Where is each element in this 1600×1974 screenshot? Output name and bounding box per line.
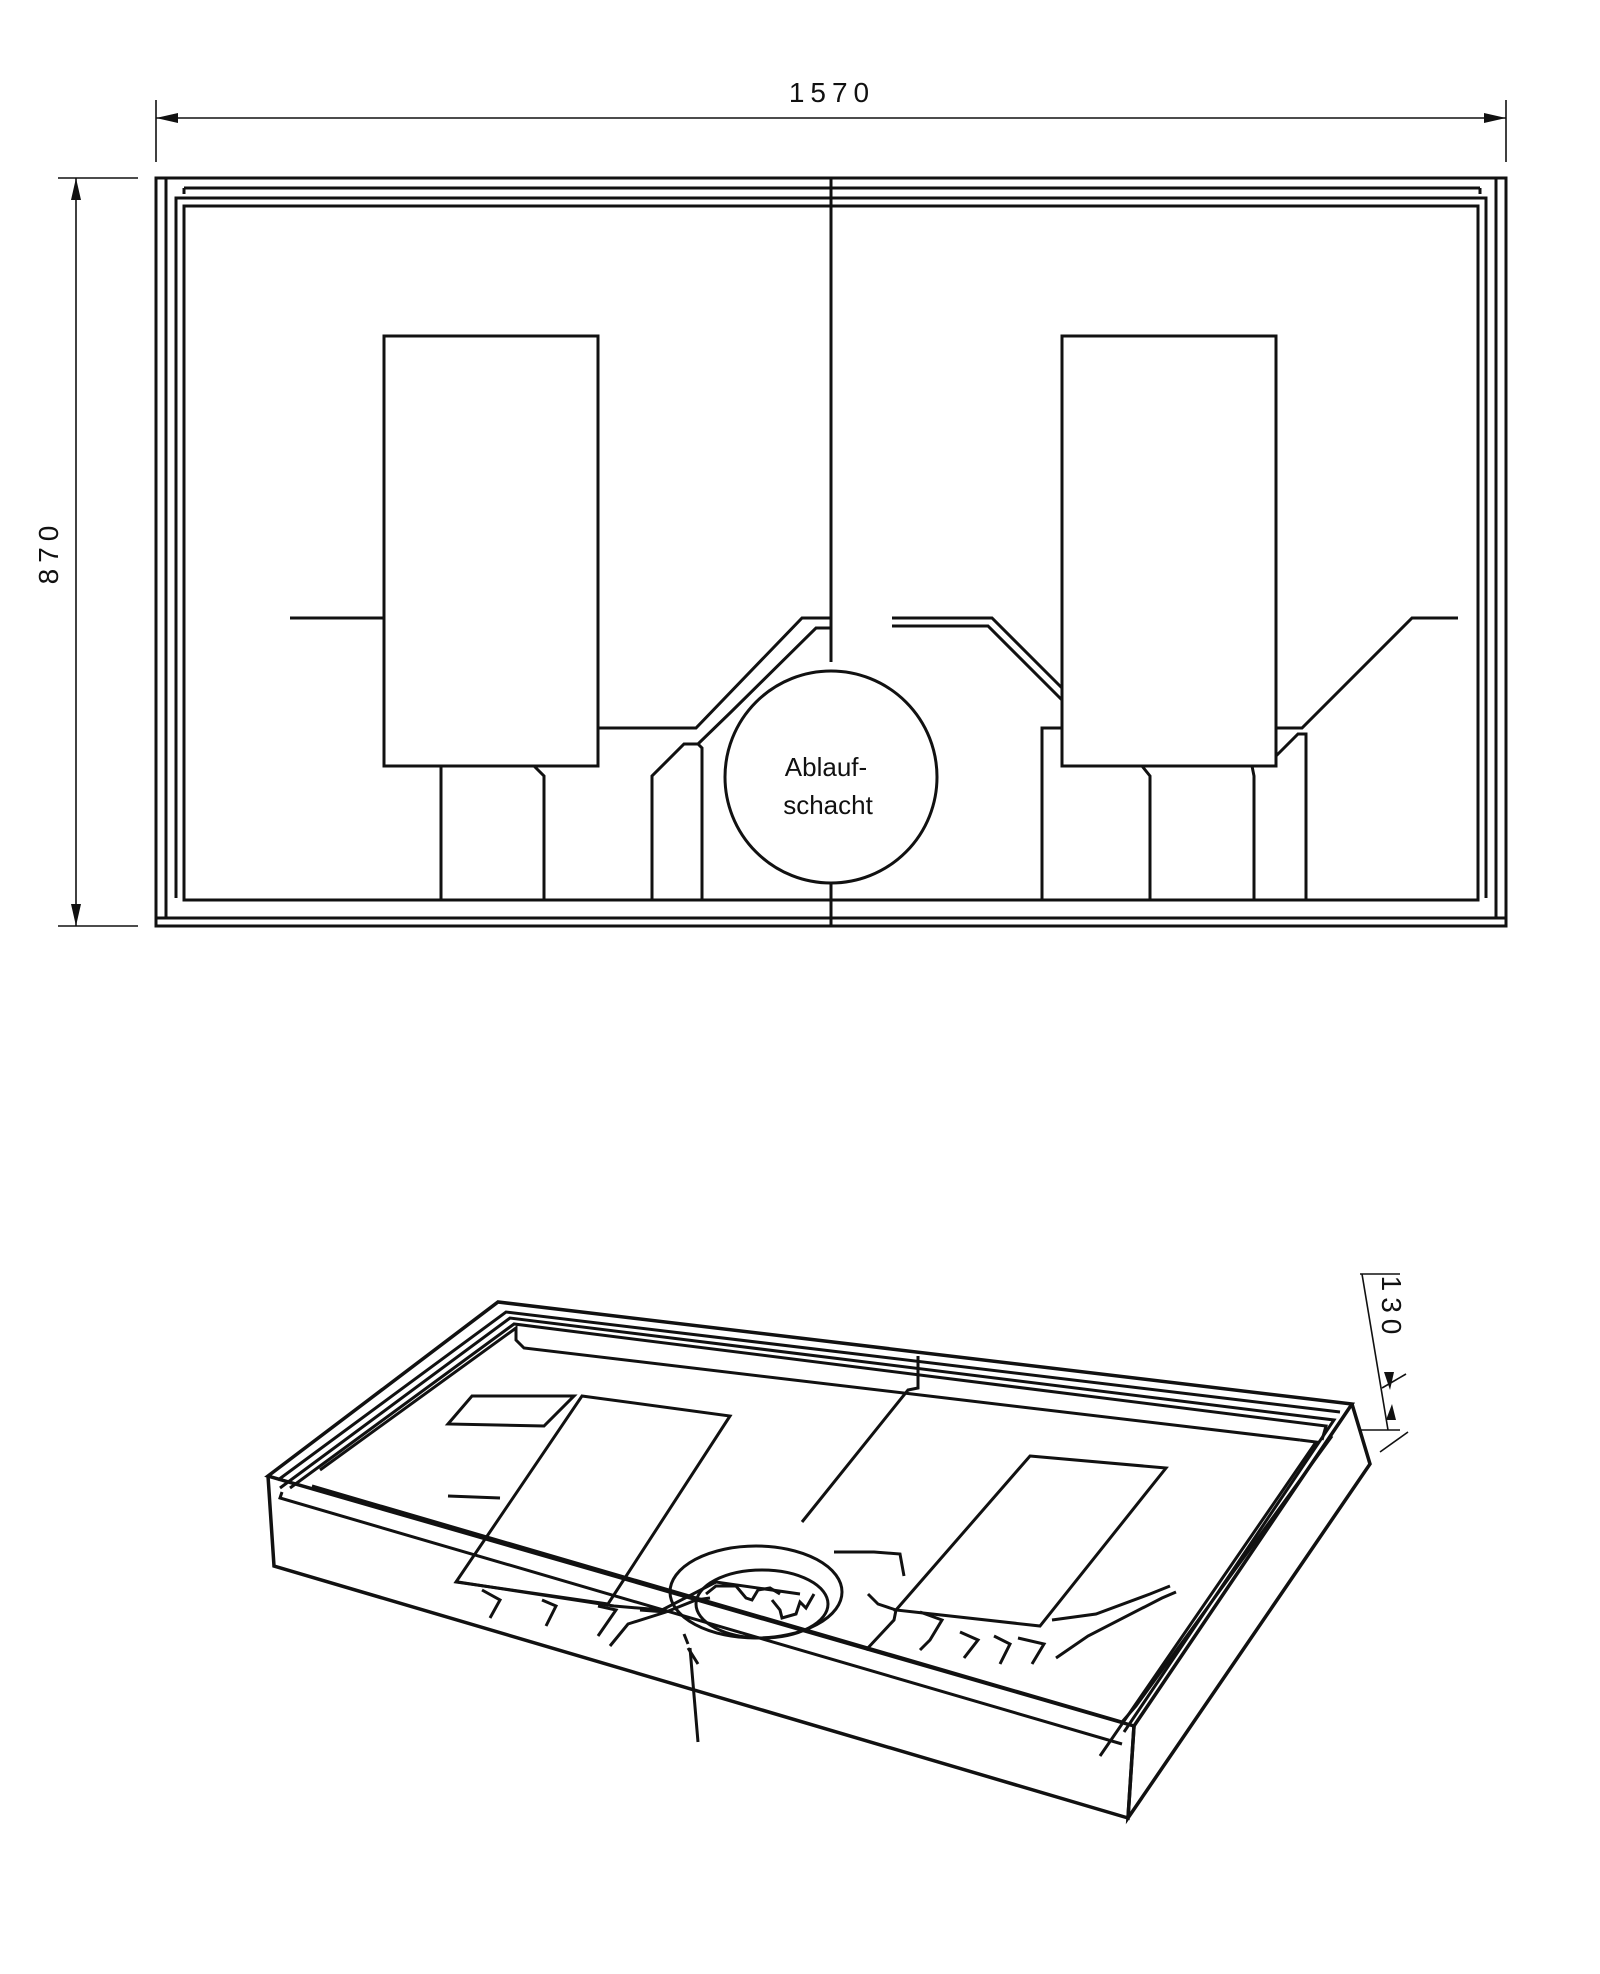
iso-drain xyxy=(668,1544,844,1645)
drain-label-line2: schacht xyxy=(783,790,873,820)
iso-left-panel xyxy=(444,1394,801,1647)
left-tray-half xyxy=(290,334,831,900)
height-dimension-label: 870 xyxy=(33,520,64,585)
drain-shaft: Ablauf- schacht xyxy=(723,669,939,885)
left-panel xyxy=(382,334,600,768)
right-tray-half xyxy=(892,334,1458,900)
right-panel xyxy=(1060,334,1278,768)
drain-label-line1: Ablauf- xyxy=(785,752,867,782)
depth-dimension: 130 xyxy=(1360,1273,1409,1453)
width-dimension-label: 1570 xyxy=(789,77,875,108)
shower-tray-outline xyxy=(154,176,1508,928)
iso-tray-body xyxy=(264,1300,1372,1825)
isometric-view: 130 xyxy=(264,1273,1409,1825)
iso-right-panel xyxy=(834,1454,1177,1665)
depth-dimension-label: 130 xyxy=(1376,1276,1407,1341)
top-view: 1570 870 xyxy=(33,77,1508,928)
width-dimension: 1570 xyxy=(155,77,1507,162)
height-dimension: 870 xyxy=(33,177,138,927)
